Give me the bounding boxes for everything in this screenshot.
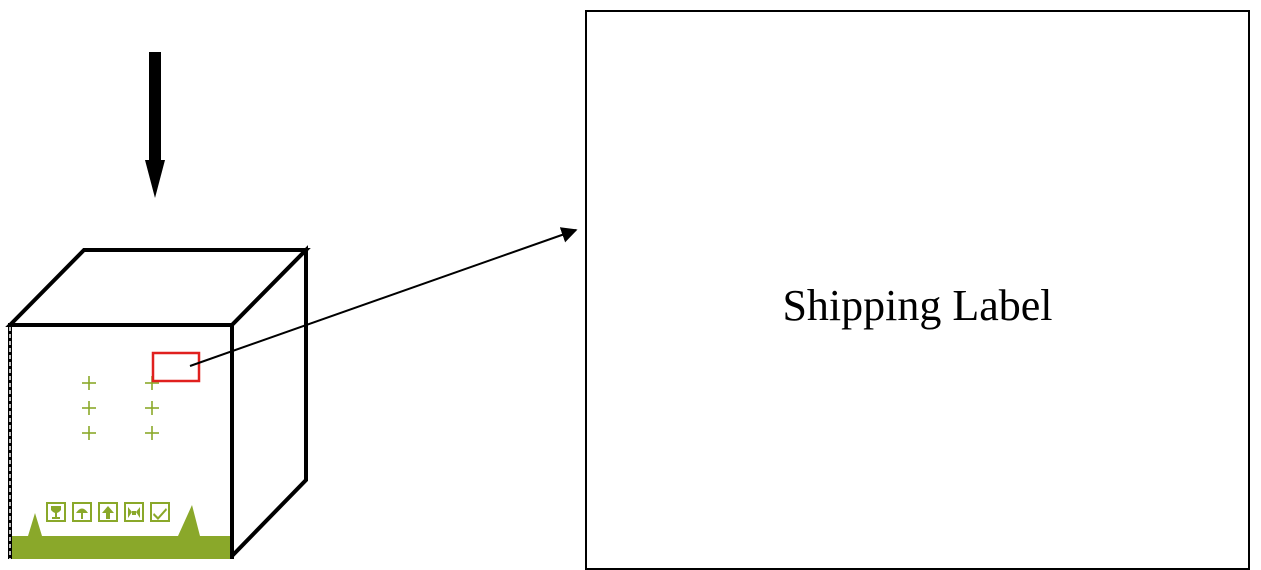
recycle-check-icon [150,502,170,522]
label-highlight-box [151,351,201,383]
crosshair-mark-icon [82,376,159,440]
down-arrow-icon [145,52,165,198]
box-base-band [12,505,230,559]
callout-arrow-icon [189,227,578,367]
shipping-label-panel: Shipping Label [585,10,1250,570]
shipping-box [5,245,311,559]
shipping-label-text: Shipping Label [782,281,1053,330]
